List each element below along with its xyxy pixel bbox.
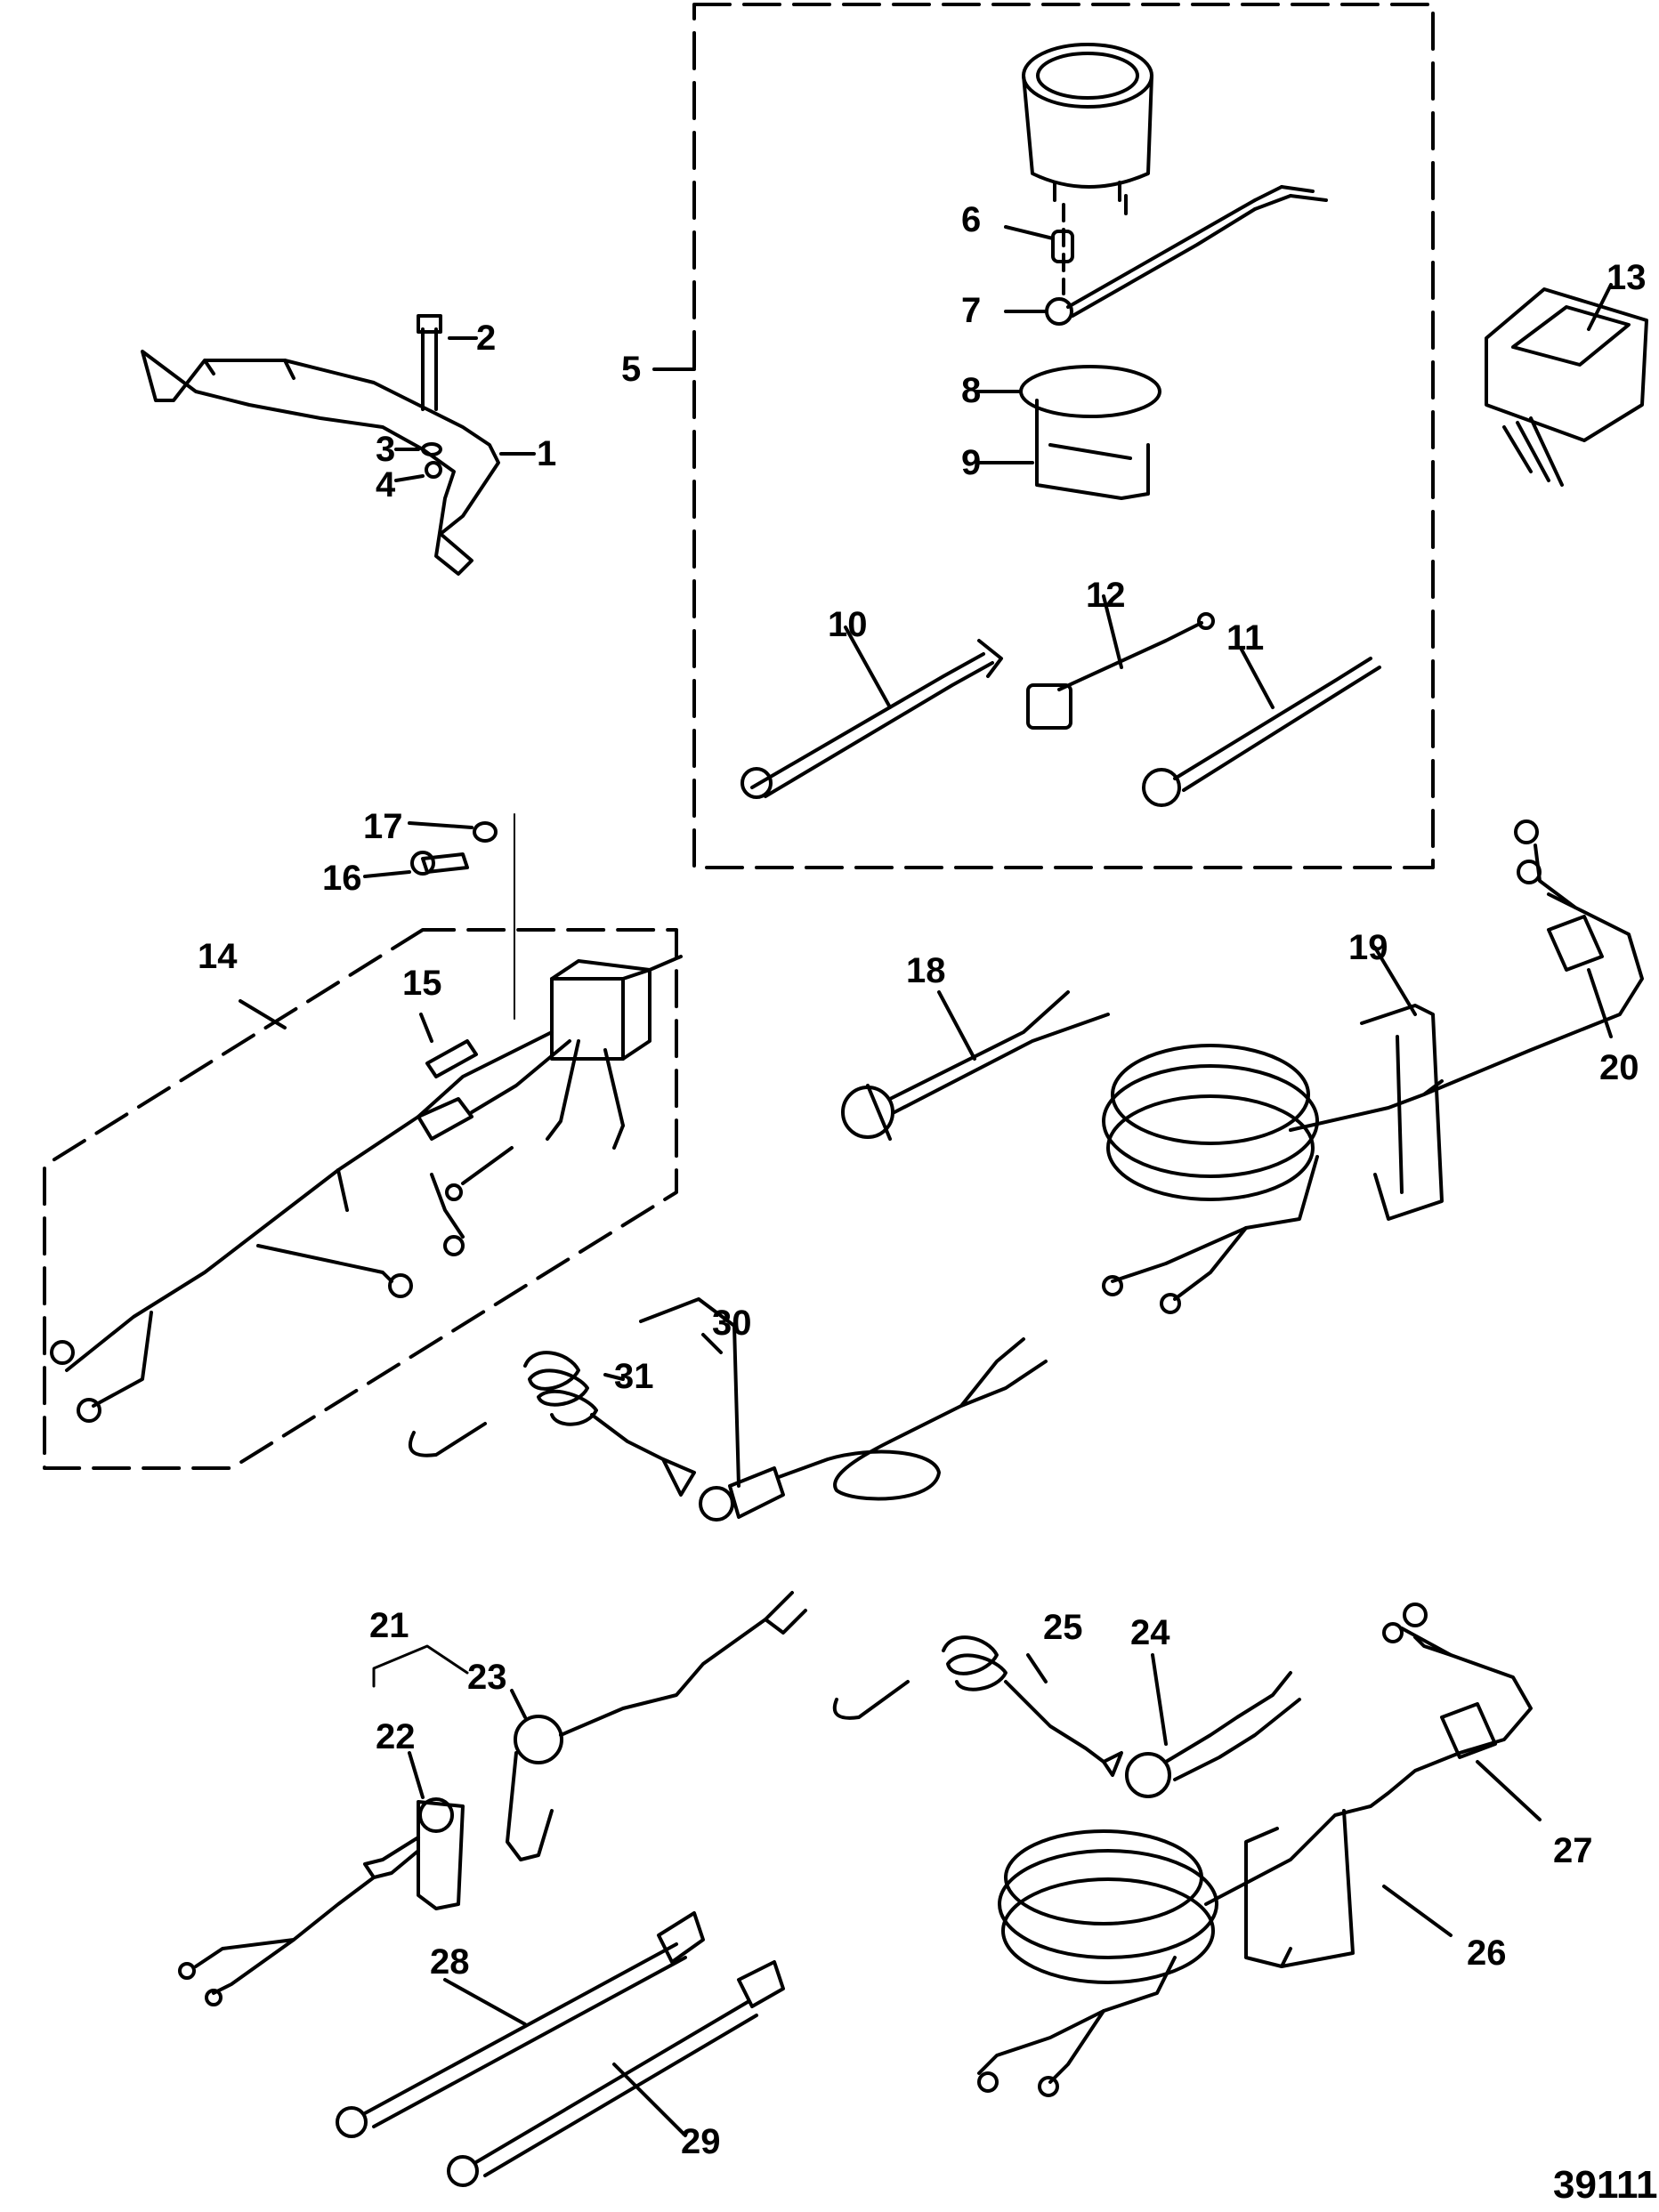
callout-11: 11 bbox=[1226, 618, 1264, 658]
stop-switch-30 bbox=[699, 1337, 1048, 1522]
harness-kit-group-outline bbox=[43, 928, 678, 1470]
harness-11 bbox=[1142, 657, 1381, 807]
switch-23 bbox=[506, 1591, 807, 1861]
sender-12 bbox=[1026, 612, 1215, 730]
bracket-1 bbox=[141, 350, 500, 576]
callout-16: 16 bbox=[322, 859, 362, 898]
callout-7: 7 bbox=[961, 291, 981, 330]
callout-13: 13 bbox=[1606, 258, 1647, 297]
callout-3: 3 bbox=[376, 430, 395, 469]
callout-20: 20 bbox=[1599, 1048, 1639, 1087]
bolt-2 bbox=[417, 314, 442, 411]
callout-17: 17 bbox=[363, 807, 403, 846]
gauge-ring bbox=[1019, 365, 1161, 418]
clamp-27 bbox=[1440, 1702, 1497, 1759]
gauge-kit-group-outline bbox=[692, 3, 1435, 869]
screw-16 bbox=[410, 851, 469, 876]
callout-14: 14 bbox=[198, 937, 238, 976]
rectifier-13 bbox=[1485, 287, 1648, 487]
lanyard-31 bbox=[408, 1351, 696, 1497]
harness-19 bbox=[1102, 819, 1644, 1314]
switch-24 bbox=[1125, 1671, 1301, 1798]
callout-18: 18 bbox=[906, 951, 946, 990]
callout-29: 29 bbox=[681, 2122, 721, 2161]
extension-harness-29 bbox=[447, 1960, 785, 2187]
extension-harness-28 bbox=[336, 1911, 705, 2138]
harness-14 bbox=[50, 955, 683, 1423]
washer-17 bbox=[473, 821, 498, 843]
callout-22: 22 bbox=[376, 1717, 416, 1756]
callout-15: 15 bbox=[402, 964, 442, 1003]
bulb-socket-lead bbox=[1045, 185, 1328, 326]
callout-27: 27 bbox=[1553, 1831, 1593, 1870]
figure-number: 39111 bbox=[1553, 2163, 1658, 2207]
callout-26: 26 bbox=[1467, 1933, 1507, 1973]
lanyard-25 bbox=[832, 1635, 1123, 1777]
harness-26 bbox=[977, 1602, 1533, 2097]
callout-2: 2 bbox=[476, 319, 496, 358]
callout-9: 9 bbox=[961, 443, 981, 482]
callout-24: 24 bbox=[1130, 1613, 1170, 1652]
callout-21: 21 bbox=[369, 1606, 409, 1645]
callout-25: 25 bbox=[1043, 1608, 1083, 1647]
gauge-bulb bbox=[1051, 230, 1074, 263]
connector-15 bbox=[425, 1039, 478, 1078]
callout-28: 28 bbox=[430, 1942, 470, 1982]
callout-12: 12 bbox=[1086, 576, 1126, 615]
callout-4: 4 bbox=[376, 465, 396, 505]
terminal-block bbox=[550, 959, 651, 1061]
callout-8: 8 bbox=[961, 371, 981, 410]
gauge-housing bbox=[1022, 43, 1153, 215]
callout-30: 30 bbox=[712, 1304, 752, 1343]
gauge-mounting-bracket bbox=[1035, 399, 1150, 500]
callout-5: 5 bbox=[621, 350, 641, 389]
callout-10: 10 bbox=[828, 605, 868, 644]
harness-18 bbox=[841, 990, 1110, 1141]
callout-1: 1 bbox=[537, 434, 556, 473]
callout-31: 31 bbox=[614, 1357, 654, 1396]
nut-4 bbox=[425, 461, 442, 479]
callout-6: 6 bbox=[961, 200, 981, 239]
washer-3 bbox=[421, 442, 442, 456]
callout-labels: 1 2 3 4 5 6 7 8 9 10 11 12 13 14 15 16 1… bbox=[198, 200, 1658, 2207]
callout-23: 23 bbox=[467, 1658, 507, 1697]
group-21-bracket bbox=[372, 1644, 469, 1688]
switch-22 bbox=[178, 1797, 465, 2006]
clamp-20 bbox=[1547, 915, 1604, 972]
callout-19: 19 bbox=[1348, 928, 1388, 967]
harness-10 bbox=[740, 639, 1003, 799]
